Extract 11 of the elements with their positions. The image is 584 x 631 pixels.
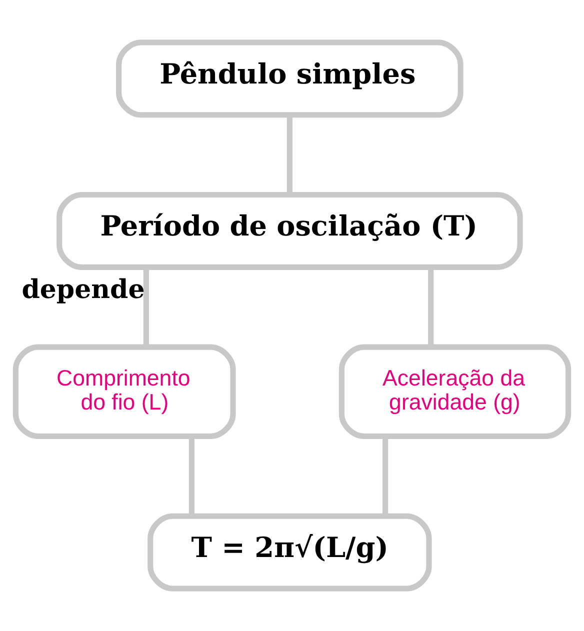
edge-label: depende xyxy=(22,275,145,306)
node-box: Aceleração da gravidade (g) xyxy=(338,344,572,440)
connector xyxy=(286,116,292,194)
connector xyxy=(382,436,388,516)
node-box: Pêndulo simples xyxy=(116,40,464,118)
connector xyxy=(428,267,434,347)
connector xyxy=(143,267,149,347)
node-box: T = 2π√(L/g) xyxy=(148,513,432,592)
connector xyxy=(188,436,194,516)
node-box: Período de oscilação (T) xyxy=(56,192,523,270)
node-box: Comprimento do fio (L) xyxy=(12,344,236,440)
